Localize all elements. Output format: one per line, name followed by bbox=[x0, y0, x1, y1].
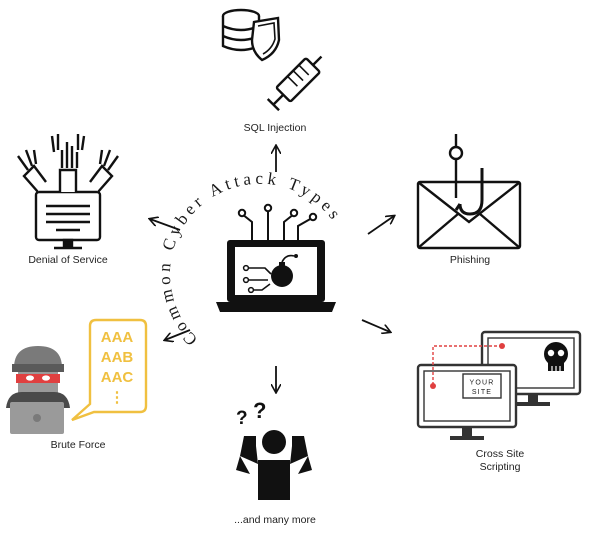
label-sql-injection: SQL Injection bbox=[243, 122, 307, 134]
laptop-bomb-icon bbox=[216, 203, 336, 312]
arrow-to-brute bbox=[165, 329, 191, 340]
hacker-speech-icon: AAA AAB AAC ⋮ bbox=[6, 318, 148, 434]
label-brute-force: Brute Force bbox=[50, 439, 106, 451]
arrows bbox=[150, 146, 394, 392]
skull-icon bbox=[544, 342, 568, 371]
your-site-line1: YOUR bbox=[469, 380, 494, 387]
arrow-to-phishing bbox=[367, 216, 394, 235]
database-syringe-icon bbox=[221, 8, 323, 112]
bubble-line-aab: AAB bbox=[101, 349, 134, 366]
label-xss-line1: Cross Site bbox=[475, 448, 525, 460]
bubble-line-dots: ⋮ bbox=[110, 389, 125, 406]
bubble-line-aac: AAC bbox=[101, 369, 134, 386]
label-phishing: Phishing bbox=[449, 254, 491, 266]
label-xss-line2: Scripting bbox=[479, 461, 521, 473]
label-and-many-more: ...and many more bbox=[234, 514, 316, 526]
computer-many-hands-icon bbox=[17, 134, 119, 250]
svg-text:?: ? bbox=[236, 408, 248, 429]
your-site-skull-icon: YOUR SITE bbox=[416, 330, 582, 440]
your-site-line2: SITE bbox=[472, 389, 492, 396]
confused-person-icon: ? ? bbox=[236, 398, 312, 500]
arrow-to-dos bbox=[150, 219, 181, 231]
bubble-line-aaa: AAA bbox=[101, 329, 134, 346]
label-cross-site-scripting: Cross Site Scripting bbox=[440, 448, 560, 474]
envelope-fishhook-icon bbox=[416, 134, 522, 250]
svg-text:?: ? bbox=[253, 398, 266, 423]
arrow-to-xss bbox=[361, 319, 390, 332]
label-denial-of-service: Denial of Service bbox=[28, 254, 108, 266]
